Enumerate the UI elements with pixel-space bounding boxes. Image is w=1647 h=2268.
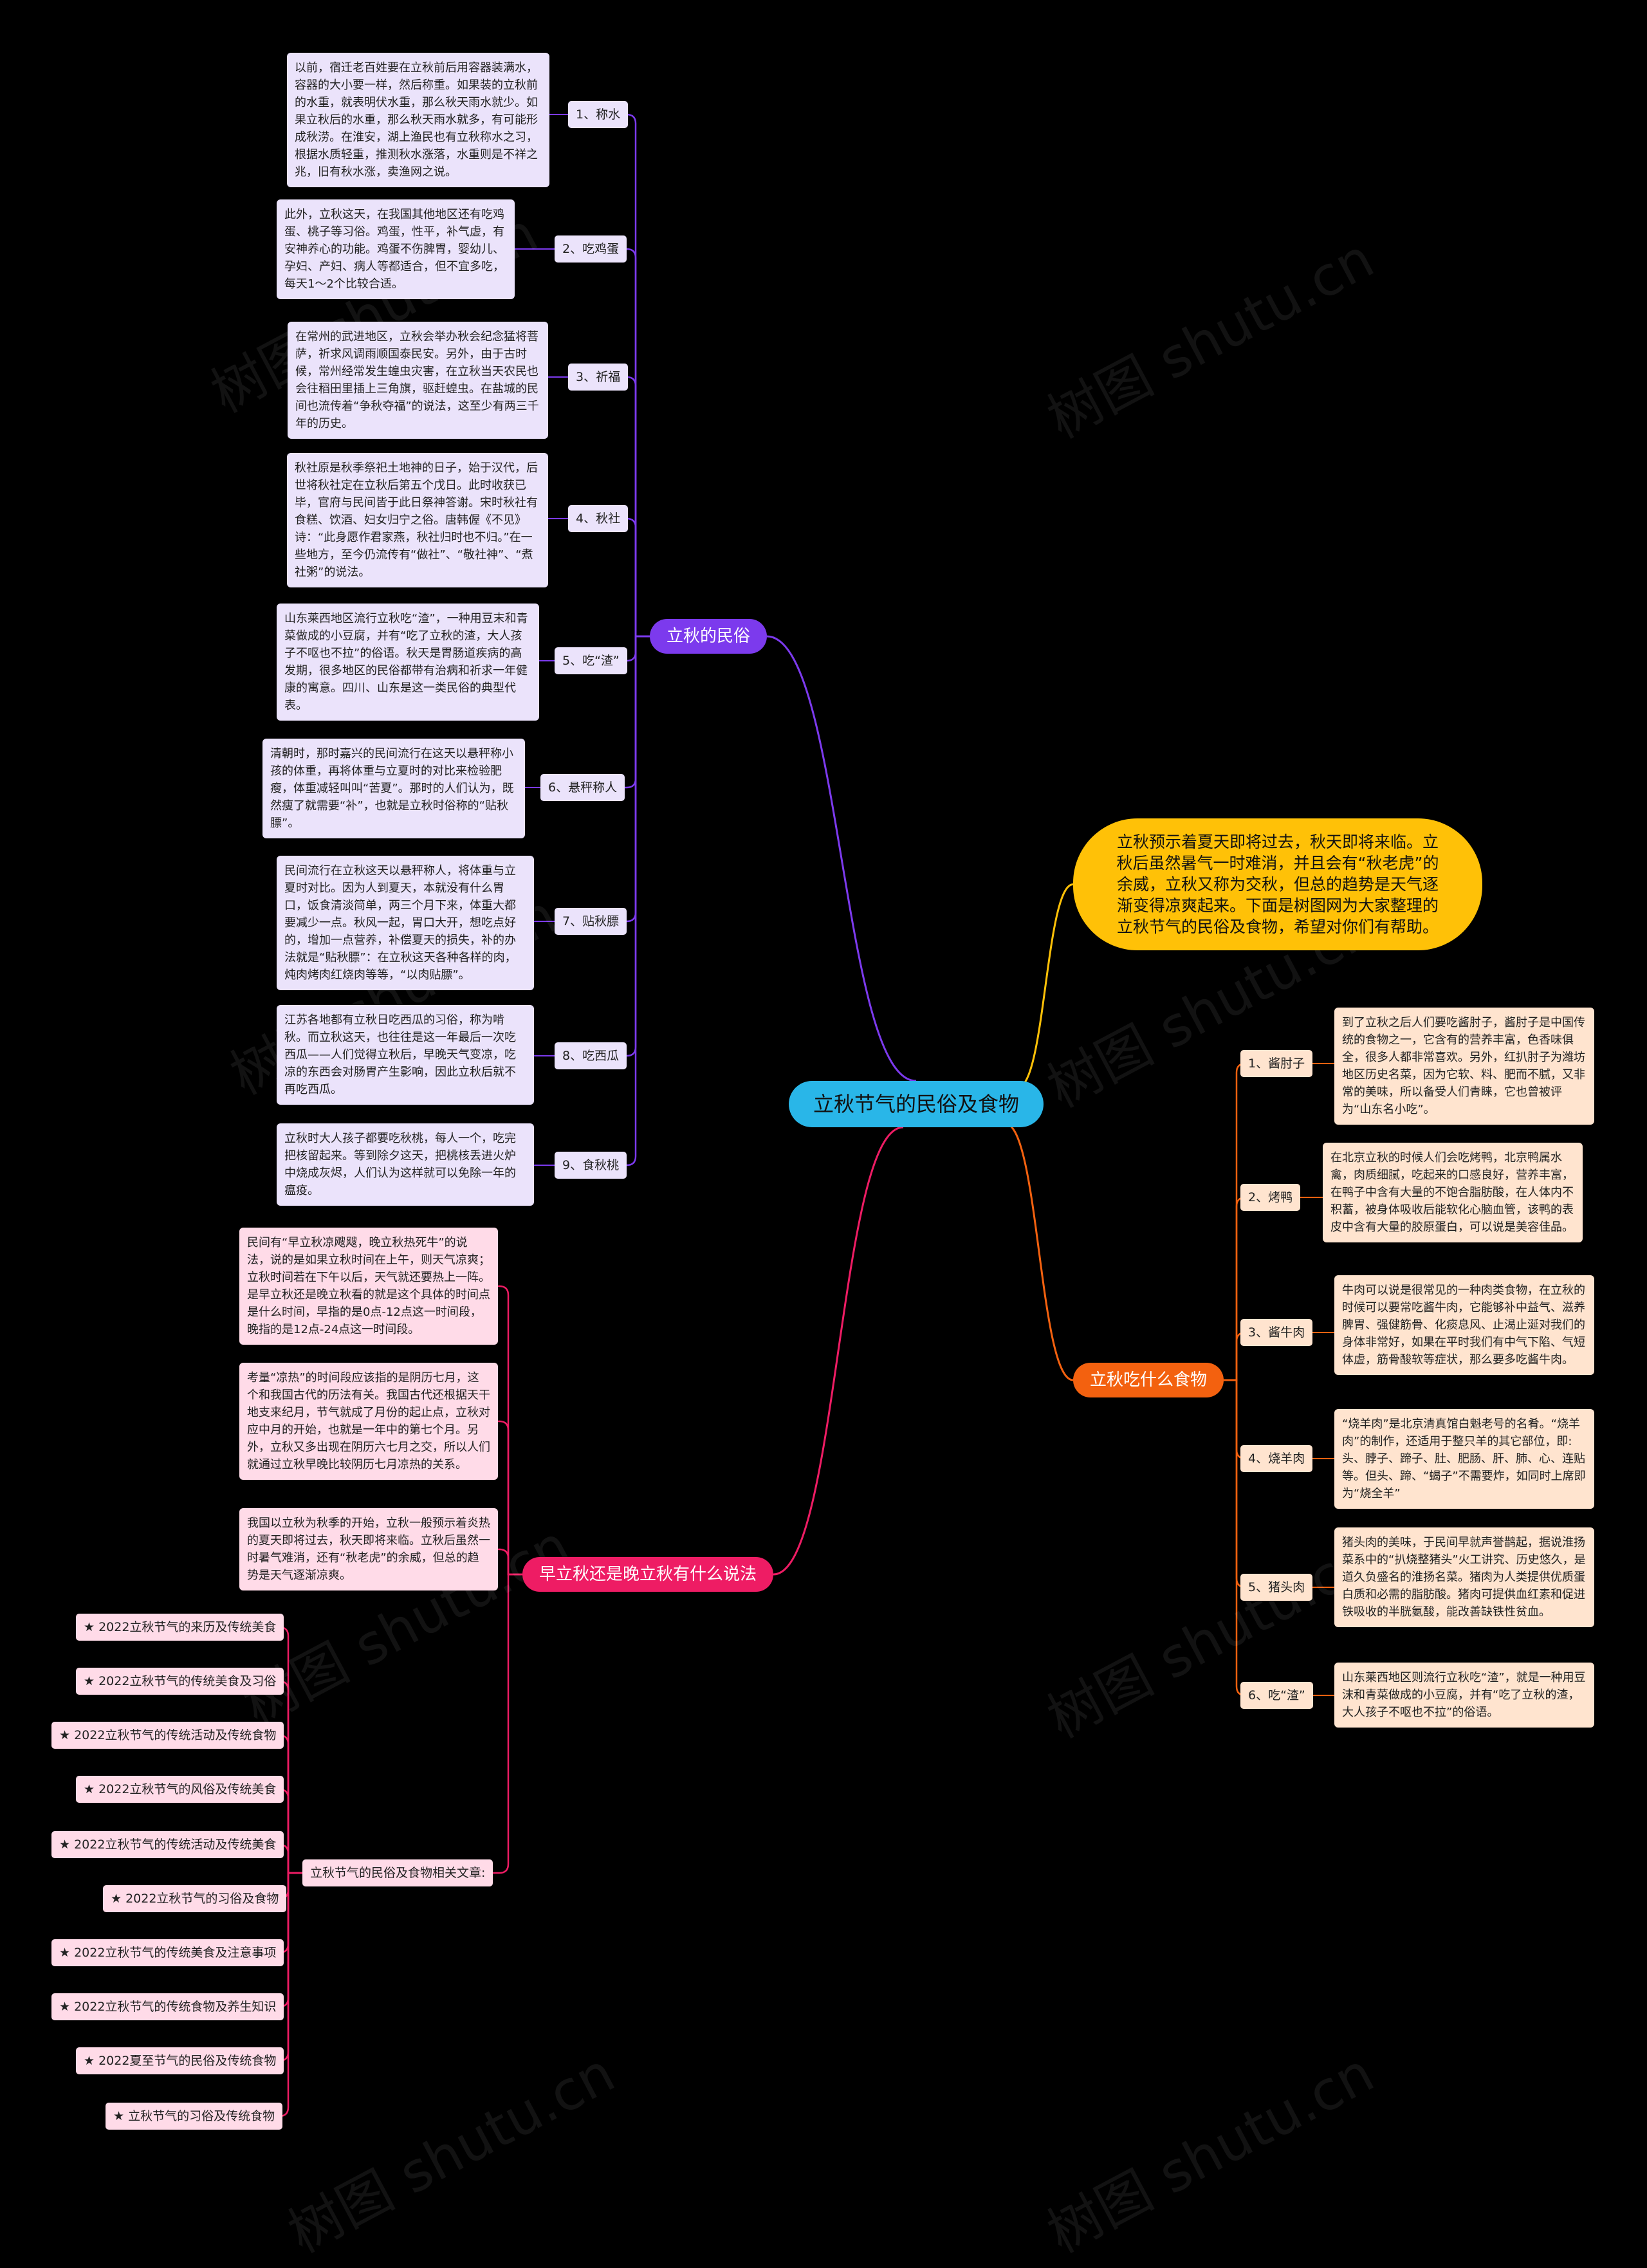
food-item-label[interactable]: 4、烧羊肉 <box>1240 1445 1313 1472</box>
customs-link <box>626 635 650 1166</box>
custom-detail-text: 山东莱西地区流行立秋吃“渣”，一种用豆末和青菜做成的小豆腐，并有“吃了立秋的渣，… <box>277 604 539 721</box>
food-detail-text: “烧羊肉”是北京清真馆白魁老号的名肴。“烧羊肉”的制作，还适用于整只羊的其它部位… <box>1334 1409 1594 1509</box>
food-detail-text: 牛肉可以说是很常见的一种肉类食物，在立秋的时候可以要常吃酱牛肉，它能够补中益气、… <box>1334 1275 1594 1375</box>
food-item-label[interactable]: 2、烤鸭 <box>1240 1184 1301 1211</box>
customs-link <box>626 376 650 638</box>
related-article-link[interactable]: ★ 2022立秋节气的传统食物及养生知识 <box>51 1993 284 2020</box>
customs-link <box>626 635 650 1057</box>
custom-item-label[interactable]: 6、悬秤称人 <box>540 774 625 801</box>
food-detail-text: 猪头肉的美味，于民间早就声誉鹊起，据说淮扬菜系中的“扒烧整猪头”火工讲究、历史悠… <box>1334 1527 1594 1627</box>
early-late-link <box>498 1420 522 1576</box>
early-late-detail-text: 我国以立秋为秋季的开始，立秋一般预示着炎热的夏天即将过去，秋天即将来临。立秋后虽… <box>239 1508 498 1590</box>
early-late-detail-text: 民间有“早立秋凉飕飕，晚立秋热死牛”的说法，说的是如果立秋时间在上午，则天气凉爽… <box>239 1228 498 1345</box>
related-article-link[interactable]: ★ 2022立秋节气的风俗及传统美食 <box>76 1776 284 1803</box>
intro-summary[interactable]: 立秋预示着夏天即将过去，秋天即将来临。立秋后虽然暑气一时难消，并且会有“秋老虎”… <box>1073 818 1482 950</box>
foods-link <box>1224 1196 1246 1381</box>
custom-detail-text: 清朝时，那时嘉兴的民间流行在这天以悬秤称小孩的体重，再将体重与立夏时的对比来检验… <box>262 739 525 838</box>
branch-foods[interactable]: 立秋吃什么食物 <box>1073 1363 1224 1397</box>
root-to-early-late-link <box>773 1126 904 1576</box>
custom-item-label[interactable]: 2、吃鸡蛋 <box>555 235 627 263</box>
root-to-customs-link <box>766 635 917 1082</box>
food-detail-text: 山东莱西地区则流行立秋吃“渣”，就是一种用豆沫和青菜做成的小豆腐，并有“吃了立秋… <box>1334 1663 1594 1728</box>
related-article-link[interactable]: ★ 2022立秋节气的传统美食及习俗 <box>76 1668 284 1695</box>
branch-customs[interactable]: 立秋的民俗 <box>650 619 768 654</box>
early-late-detail-text: 考量“凉热”的时间段应该指的是阴历七月，这个和我国古代的历法有关。我国古代还根据… <box>239 1363 498 1480</box>
custom-item-label[interactable]: 8、吃西瓜 <box>555 1042 627 1069</box>
custom-detail-text: 以前，宿迁老百姓要在立秋前后用容器装满水，容器的大小要一样，然后称重。如果装的立… <box>287 53 549 187</box>
custom-item-label[interactable]: 4、秋社 <box>568 505 629 532</box>
related-article-link[interactable]: ★ 2022立秋节气的传统美食及注意事项 <box>51 1939 284 1966</box>
mindmap-canvas: 树图 shutu.cn 树图 shutu.cn 树图 shutu.cn 树图 s… <box>51 53 1594 2265</box>
early-late-link <box>498 1285 522 1576</box>
custom-item-label[interactable]: 1、称水 <box>568 101 629 128</box>
early-late-link <box>498 1548 522 1576</box>
food-item-label[interactable]: 3、酱牛肉 <box>1240 1319 1313 1346</box>
customs-link <box>626 635 650 662</box>
foods-link <box>1224 1379 1246 1589</box>
custom-detail-text: 秋社原是秋季祭祀土地神的日子，始于汉代，后世将秋社定在立秋后第五个戊日。此时收获… <box>287 453 548 587</box>
custom-detail-text: 此外，立秋这天，在我国其他地区还有吃鸡蛋、桃子等习俗。鸡蛋，性平，补气虚，有安神… <box>277 199 515 299</box>
food-item-label[interactable]: 1、酱肘子 <box>1240 1050 1313 1077</box>
related-article-link[interactable]: ★ 立秋节气的习俗及传统食物 <box>106 2103 283 2130</box>
related-article-link[interactable]: ★ 2022立秋节气的传统活动及传统食物 <box>51 1722 284 1749</box>
custom-item-label[interactable]: 3、祈福 <box>568 364 629 391</box>
branch-early-late[interactable]: 早立秋还是晚立秋有什么说法 <box>522 1557 774 1592</box>
custom-item-label[interactable]: 5、吃“渣” <box>555 647 627 674</box>
food-item-label[interactable]: 6、吃“渣” <box>1240 1682 1313 1709</box>
related-article-link[interactable]: ★ 2022夏至节气的民俗及传统食物 <box>76 2047 284 2074</box>
root-to-intro-link <box>1017 883 1074 1089</box>
related-article-link[interactable]: ★ 2022立秋节气的来历及传统美食 <box>76 1614 284 1641</box>
custom-detail-text: 江苏各地都有立秋日吃西瓜的习俗，称为啃秋。而立秋这天，也往往是这一年最后一次吃西… <box>277 1005 534 1105</box>
food-detail-text: 在北京立秋的时候人们会吃烤鸭，北京鸭属水禽，肉质细腻，吃起来的口感良好，营养丰富… <box>1323 1143 1583 1242</box>
custom-item-label[interactable]: 7、贴秋膘 <box>555 908 627 935</box>
foods-link <box>1224 1379 1246 1697</box>
early-late-link <box>493 1573 522 1874</box>
related-articles-heading: 立秋节气的民俗及食物相关文章: <box>302 1859 493 1886</box>
related-article-link[interactable]: ★ 2022立秋节气的习俗及食物 <box>103 1885 287 1912</box>
customs-link <box>626 248 650 638</box>
custom-detail-text: 民间流行在立秋这天以悬秤称人，将体重与立夏时对比。因为人到夏天，本就没有什么胃口… <box>277 856 534 990</box>
customs-link <box>626 113 650 638</box>
customs-link <box>625 635 650 789</box>
food-item-label[interactable]: 5、猪头肉 <box>1240 1574 1313 1601</box>
customs-link <box>626 635 650 923</box>
customs-link <box>626 517 650 638</box>
root-topic[interactable]: 立秋节气的民俗及食物 <box>789 1081 1044 1127</box>
custom-detail-text: 在常州的武进地区，立秋会举办秋会纪念猛将菩萨，祈求风调雨顺国泰民安。另外，由于古… <box>288 322 548 439</box>
related-article-link[interactable]: ★ 2022立秋节气的传统活动及传统美食 <box>51 1831 284 1858</box>
food-detail-text: 到了立秋之后人们要吃酱肘子，酱肘子是中国传统的食物之一，它含有的营养丰富，色香味… <box>1334 1008 1594 1125</box>
root-to-foods-link <box>1004 1122 1074 1381</box>
custom-detail-text: 立秋时大人孩子都要吃秋桃，每人一个，吃完把核留起来。等到除夕这天，把桃核丢进火炉… <box>277 1123 534 1206</box>
custom-item-label[interactable]: 9、食秋桃 <box>555 1152 627 1179</box>
